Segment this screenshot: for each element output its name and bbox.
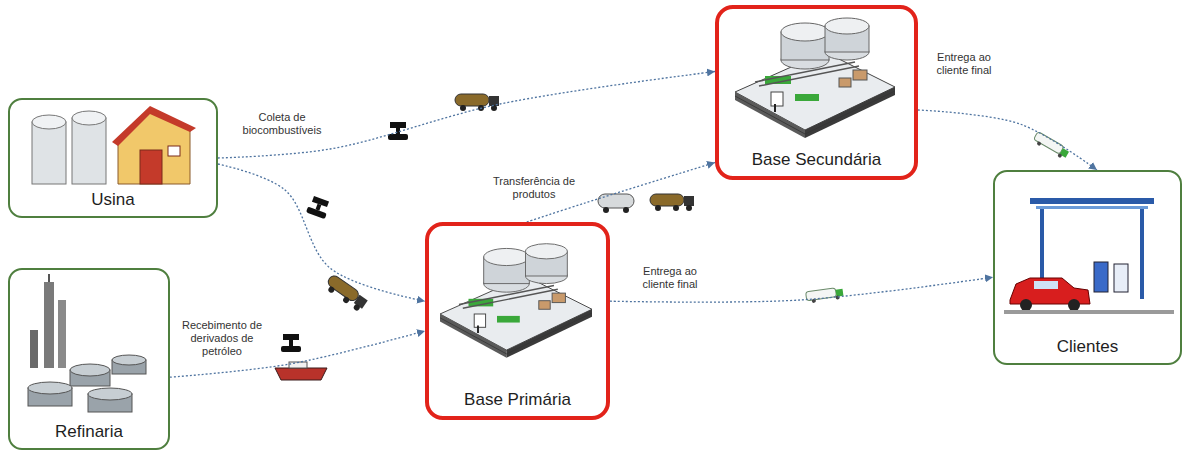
refinaria-illustration-part: [44, 282, 54, 368]
flow-connector: [918, 110, 1097, 170]
clientes-illustration-part: [1010, 278, 1090, 304]
flow-label: Recebimento de derivados de petróleo: [174, 318, 270, 359]
refinaria-illustration-part-part: [112, 355, 146, 365]
refinaria-illustration-part: [48, 274, 50, 282]
usina-illustration: [32, 106, 196, 184]
client-box: Clientes: [993, 170, 1182, 365]
refinaria-illustration-part: [58, 300, 66, 368]
usina-illustration-part: [168, 146, 180, 156]
transport-icons-part-part: [623, 207, 629, 213]
base-box: Base Primária: [425, 222, 610, 420]
flow-label: Transferência de produtos: [484, 174, 584, 202]
clientes-illustration-part: [1068, 299, 1080, 311]
site-box: Refinaria: [8, 268, 170, 450]
refinaria-illustration-part-part: [88, 388, 132, 400]
base-box: Base Secundária: [715, 5, 918, 180]
flow-connector: [218, 72, 715, 159]
node-title: Base Secundária: [752, 150, 881, 170]
base-primaria-plant: [440, 244, 592, 358]
flow-label: Coleta de biocombustíveis: [232, 110, 332, 138]
base-secundaria-plant-part: [735, 18, 895, 138]
transport-icons-part: [455, 94, 499, 111]
transport-icons-part: [806, 287, 844, 304]
refinaria-illustration-part: [30, 330, 38, 368]
node-title: Usina: [91, 190, 134, 210]
transport-icons-part-part: [275, 368, 327, 380]
usina-illustration-part: [140, 150, 162, 184]
usina-illustration-part: [72, 111, 106, 125]
clientes-illustration-part: [1140, 209, 1144, 299]
clientes-illustration-part: [1036, 206, 1148, 209]
transport-icons-part: [323, 274, 369, 313]
base-primaria-plant-part: [440, 244, 592, 358]
refinaria-illustration-part-part: [28, 382, 72, 394]
refinaria-illustration: [28, 274, 146, 412]
clientes-illustration-part: [1020, 299, 1032, 311]
node-title: Clientes: [1057, 337, 1118, 357]
transport-icons-part: [388, 122, 408, 140]
transport-icons: [275, 94, 1070, 380]
transport-icons-part: [650, 194, 694, 211]
transport-icons-part-part: [603, 207, 609, 213]
flow-label: Entrega ao cliente final: [628, 264, 712, 292]
transport-icons-part: [1032, 131, 1070, 160]
flow-connector: [218, 164, 425, 301]
transport-icons-part-part: [598, 194, 634, 208]
node-title: Base Primária: [464, 390, 571, 410]
site-box: Usina: [8, 98, 218, 218]
clientes-illustration-part: [1030, 198, 1154, 204]
usina-illustration-part: [72, 118, 106, 184]
transport-icons-part: [306, 195, 331, 219]
clientes-illustration-part: [1034, 281, 1058, 289]
refinaria-illustration-part: [28, 355, 146, 412]
base-secundaria-plant: [735, 18, 895, 138]
usina-illustration-part: [32, 115, 66, 129]
refinaria-illustration-part-part: [70, 364, 110, 376]
usina-illustration-part: [32, 122, 66, 184]
clientes-illustration: [1004, 198, 1174, 314]
clientes-illustration-part: [1114, 264, 1128, 292]
node-title: Refinaria: [55, 422, 123, 442]
clientes-illustration-part: [1004, 310, 1174, 314]
transport-icons-part: [281, 334, 301, 352]
flow-label: Entrega ao cliente final: [922, 50, 1006, 78]
usina-illustration-part: [112, 106, 196, 146]
clientes-illustration-part: [1094, 262, 1108, 292]
